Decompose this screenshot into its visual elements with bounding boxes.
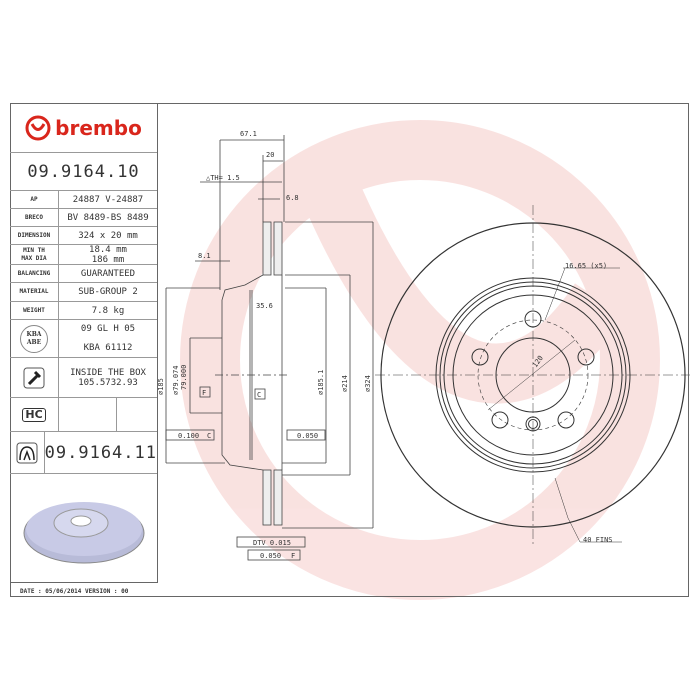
spec-label: BRECO	[10, 209, 59, 226]
tol-dtv: DTV 0.015	[253, 539, 291, 547]
spec-value: GUARANTEED	[80, 268, 136, 279]
brand-name: brembo	[55, 115, 142, 140]
part-number: 09.9164.10	[27, 161, 140, 182]
kba-value-1: 09 GL H 05	[80, 324, 136, 335]
dim-d185: ⌀185	[157, 378, 165, 395]
tol-runout: 0.050	[260, 552, 281, 560]
spec-value: SUB-GROUP 2	[78, 287, 138, 297]
spec-value: 18.4 mm	[89, 244, 127, 255]
spec-row-balancing: BALANCING GUARANTEED	[10, 265, 157, 283]
dim-bolt-holes: 16.65 (x5)	[565, 262, 607, 270]
drawing-frame	[10, 103, 689, 597]
spec-value: 24887 V-24887	[72, 194, 144, 205]
spec-label-2: MAX DIA	[21, 254, 47, 262]
spec-row-material: MATERIAL SUB-GROUP 2	[10, 283, 157, 302]
spec-label: MATERIAL	[10, 283, 59, 301]
brand-logo: brembo	[10, 103, 157, 153]
spec-label: DIMENSION	[10, 227, 59, 244]
spec-label: MIN TH	[23, 246, 45, 254]
spec-row-dimension: DIMENSION 324 x 20 mm	[10, 227, 157, 245]
section-view	[165, 135, 374, 561]
tol-flatness: 0.050	[297, 432, 318, 440]
kba-row: KBA ABE 09 GL H 05 KBA 61112	[10, 320, 157, 358]
disc-image	[10, 474, 157, 583]
kba-value-2: KBA 61112	[83, 342, 133, 353]
dim-d185-1: ⌀185.1	[317, 370, 325, 395]
kba-badge-icon: KBA ABE	[20, 324, 48, 353]
brembo-logo-icon	[25, 115, 51, 140]
spec-label: BALANCING	[10, 265, 59, 282]
spec-label: AP	[10, 191, 59, 208]
part-number-row: 09.9164.10	[10, 153, 157, 191]
dim-offset: 8.1	[198, 252, 211, 260]
datum-f: F	[202, 389, 206, 397]
dim-delta-th: △TH= 1.5	[206, 174, 240, 182]
dim-d79b: 79.000	[180, 365, 188, 390]
spec-row-ap: AP 24887 V-24887	[10, 191, 157, 209]
brembo-watermark	[180, 120, 660, 600]
dim-thickness: 20	[266, 151, 274, 159]
screw-icon	[23, 367, 45, 388]
tol-parallel-ref: C	[207, 432, 211, 440]
spec-row-weight: WEIGHT 7.8 kg	[10, 302, 157, 320]
spec-row-breco: BRECO BV 8489-BS 8489	[10, 209, 157, 227]
dim-overall-width: 67.1	[240, 130, 257, 138]
brake-disc-render	[23, 502, 144, 564]
spec-value-2: 186 mm	[91, 254, 125, 265]
datum-c: C	[257, 391, 261, 399]
screw-line-2: 105.5732.93	[78, 377, 138, 388]
dim-hat-depth: 35.6	[256, 302, 273, 310]
tol-parallel: 0.100	[178, 432, 199, 440]
spec-value: 7.8 kg	[91, 305, 125, 316]
hc-row: HC	[10, 398, 157, 432]
dim-d79: ⌀79.074	[172, 365, 180, 395]
hc-badge-icon: HC	[22, 407, 46, 422]
spec-label: WEIGHT	[10, 302, 59, 319]
date-version: DATE : 05/06/2014 VERSION : 00	[20, 588, 129, 595]
tol-runout-ref: F	[291, 552, 295, 560]
dim-fins: 40 FINS	[583, 536, 613, 544]
dim-d214: ⌀214	[341, 375, 349, 392]
screw-line-1: INSIDE THE BOX	[70, 367, 146, 378]
alt-part-row: 09.9164.11	[10, 432, 157, 474]
spec-value: 324 x 20 mm	[78, 230, 138, 241]
spec-value: BV 8489-BS 8489	[67, 212, 149, 223]
alt-part-number: 09.9164.11	[44, 442, 157, 463]
dim-vane: 6.8	[286, 194, 299, 202]
front-view	[375, 205, 690, 545]
coated-disc-icon	[16, 442, 38, 463]
dim-d324: ⌀324	[364, 375, 372, 392]
